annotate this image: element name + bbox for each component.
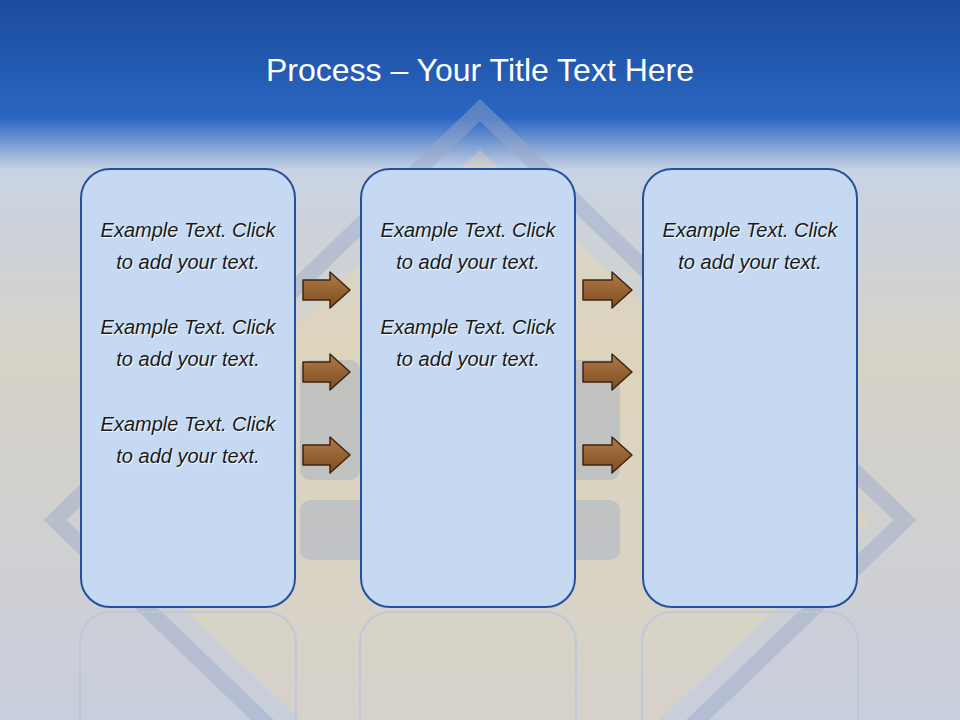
box-text: Example Text. Click to add your text.: [372, 311, 564, 375]
block-arrow: [303, 272, 350, 308]
block-arrow: [303, 354, 350, 390]
box-text: Example Text. Click to add your text.: [92, 408, 284, 472]
slide-title: Process – Your Title Text Here: [0, 52, 960, 89]
process-box: Example Text. Click to add your text.: [642, 168, 858, 608]
process-box: Example Text. Click to add your text. Exa…: [80, 168, 296, 608]
box-text: Example Text. Click to add your text.: [654, 214, 846, 278]
block-arrow: [583, 354, 632, 390]
process-box: Example Text. Click to add your text. Exa…: [360, 168, 576, 608]
box-text: Example Text. Click to add your text.: [92, 214, 284, 278]
box-text: Example Text. Click to add your text.: [372, 214, 564, 278]
block-arrow: [583, 272, 632, 308]
block-arrow: [303, 437, 350, 473]
block-arrow: [583, 437, 632, 473]
box-text: Example Text. Click to add your text.: [92, 311, 284, 375]
